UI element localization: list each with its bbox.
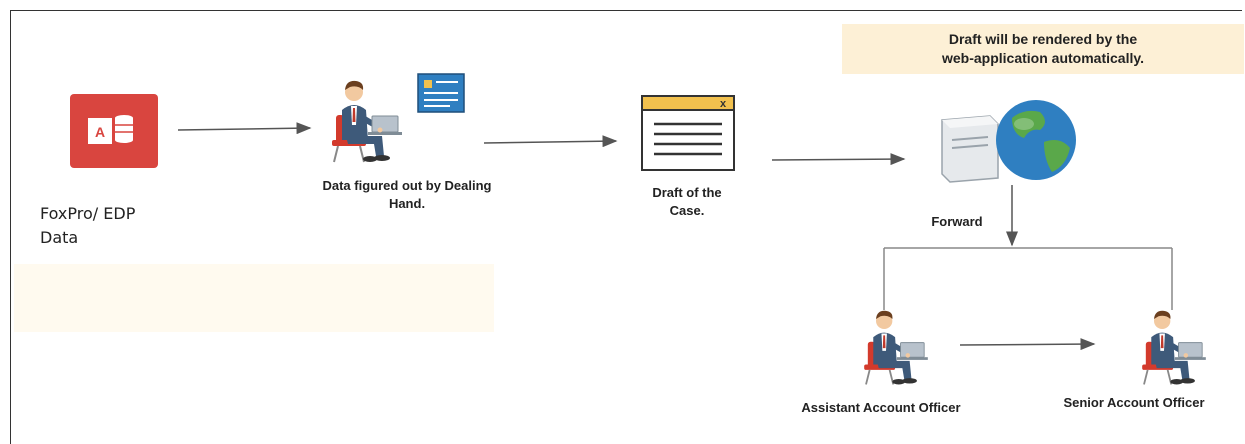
arrow-draft-to-server: [771, 153, 906, 166]
assistant-officer-label: Assistant Account Officer: [801, 400, 961, 415]
profile-card-icon: [417, 73, 465, 113]
senior-officer-person-icon: [1141, 309, 1207, 386]
forward-label: Forward: [931, 214, 983, 229]
dealing-label-line-1: Data figured out by Dealing: [322, 178, 492, 193]
faded-artifact: [14, 264, 494, 332]
dealing-hand-label: Data figured out by Dealing Hand.: [262, 177, 552, 213]
note-line-2: web-application automatically.: [941, 50, 1144, 66]
note-box: Draft will be rendered by the web-applic…: [842, 24, 1244, 74]
access-icon-letter: A: [95, 124, 105, 140]
dealing-label-line-2: Hand.: [388, 196, 426, 211]
draft-label-line-2: Case.: [669, 203, 705, 218]
web-server-globe-icon: [941, 100, 1076, 183]
foxpro-label-line-1: FoxPro/ EDP: [40, 204, 136, 223]
draft-label: Draft of the Case.: [612, 184, 762, 220]
arrow-foxpro-to-dealing: [177, 122, 312, 135]
senior-officer-label: Senior Account Officer: [1063, 395, 1205, 410]
fork-connector: [883, 247, 1173, 310]
assistant-officer-person-icon: [863, 309, 929, 386]
diagram-frame: [10, 10, 1242, 444]
dealing-hand-person-icon: [331, 79, 403, 163]
close-icon: x: [720, 98, 727, 110]
access-database-icon: A: [70, 94, 158, 168]
draft-document-icon: x: [641, 95, 735, 171]
foxpro-label-line-2: Data: [40, 228, 79, 247]
draft-label-line-1: Draft of the: [652, 185, 722, 200]
arrow-aao-to-sao: [959, 338, 1096, 351]
arrow-dealing-to-draft: [483, 135, 618, 148]
foxpro-label: FoxPro/ EDP Data: [40, 202, 135, 250]
note-line-1: Draft will be rendered by the: [948, 31, 1138, 47]
